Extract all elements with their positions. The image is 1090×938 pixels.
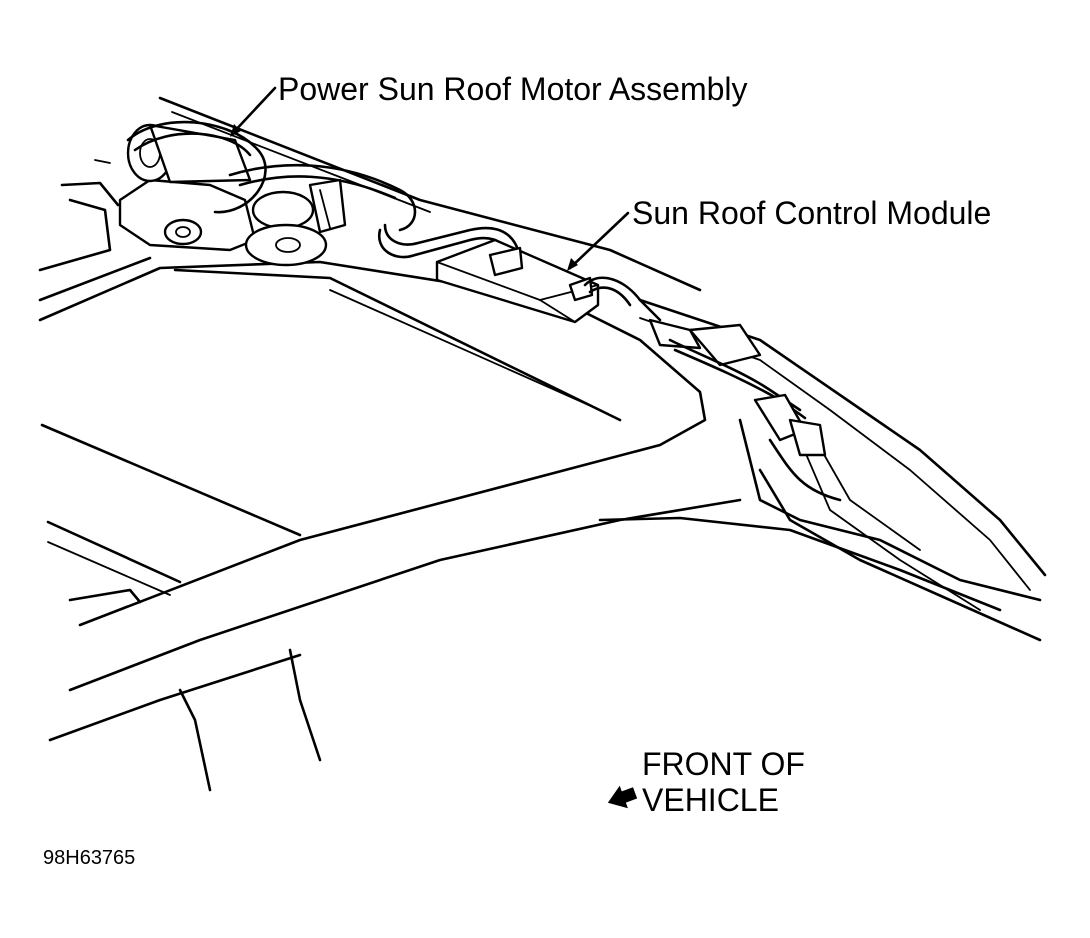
- harness-connectors: [648, 318, 842, 502]
- figure-id: 98H63765: [43, 847, 135, 869]
- control-module: [435, 238, 662, 324]
- front-of-label: FRONT OF: [642, 746, 805, 782]
- module-leader-arrowhead: [567, 258, 578, 271]
- roof-rail: [638, 298, 1047, 642]
- motor-leader-arrowhead: [230, 124, 241, 137]
- front-of-vehicle-indicator: FRONT OF VEHICLE: [607, 746, 805, 818]
- roof-structure: [38, 96, 1042, 792]
- control-module-label: Sun Roof Control Module: [632, 195, 991, 231]
- arrow-left-filled-icon: [607, 785, 638, 809]
- vehicle-label: VEHICLE: [642, 782, 779, 818]
- module-leader-line: [568, 211, 630, 270]
- motor-assembly: [118, 120, 522, 267]
- motor-assembly-label: Power Sun Roof Motor Assembly: [278, 71, 748, 107]
- motor-leader-line: [230, 86, 277, 136]
